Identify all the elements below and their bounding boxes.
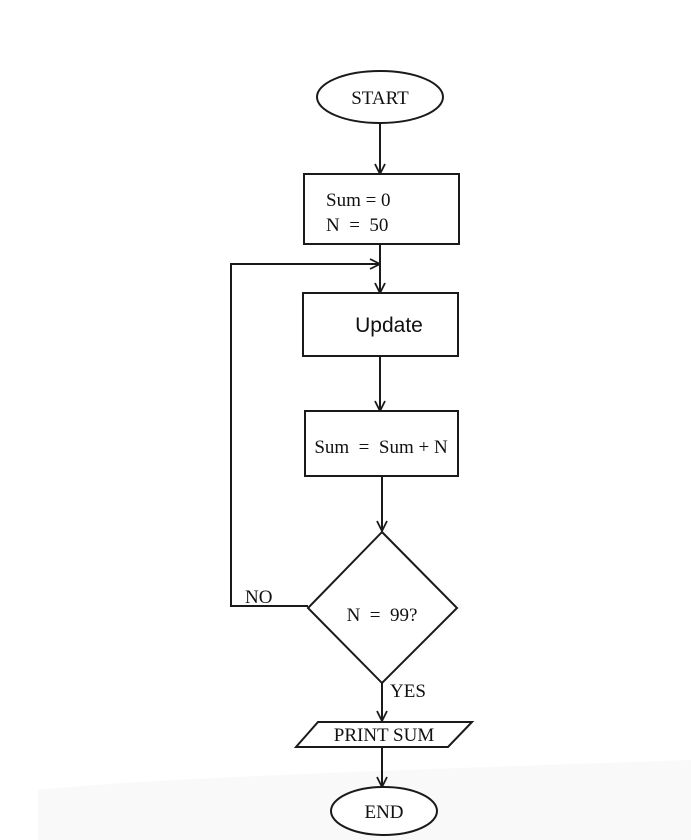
sum-step-label: Sum = Sum + N: [314, 437, 448, 458]
decision-label: N = 99?: [347, 605, 418, 626]
start-label: START: [351, 88, 409, 109]
init-line-1: Sum = 0: [326, 190, 391, 211]
init-process: Sum = 0 N = 50: [303, 173, 460, 245]
update-process: Update: [302, 292, 459, 357]
end-label: END: [364, 802, 403, 823]
decision-node: N = 99?: [306, 530, 459, 685]
output-label: PRINT SUM: [334, 725, 435, 746]
init-line-2: N = 50: [326, 215, 388, 236]
print-output: PRINT SUM: [293, 721, 475, 748]
start-node: START: [316, 70, 444, 124]
no-label: NO: [245, 587, 272, 608]
end-node: END: [330, 786, 438, 836]
update-label: Update: [355, 314, 423, 337]
yes-label: YES: [390, 681, 426, 702]
sum-process: Sum = Sum + N: [304, 410, 459, 477]
no-loop-connector: [230, 264, 380, 607]
